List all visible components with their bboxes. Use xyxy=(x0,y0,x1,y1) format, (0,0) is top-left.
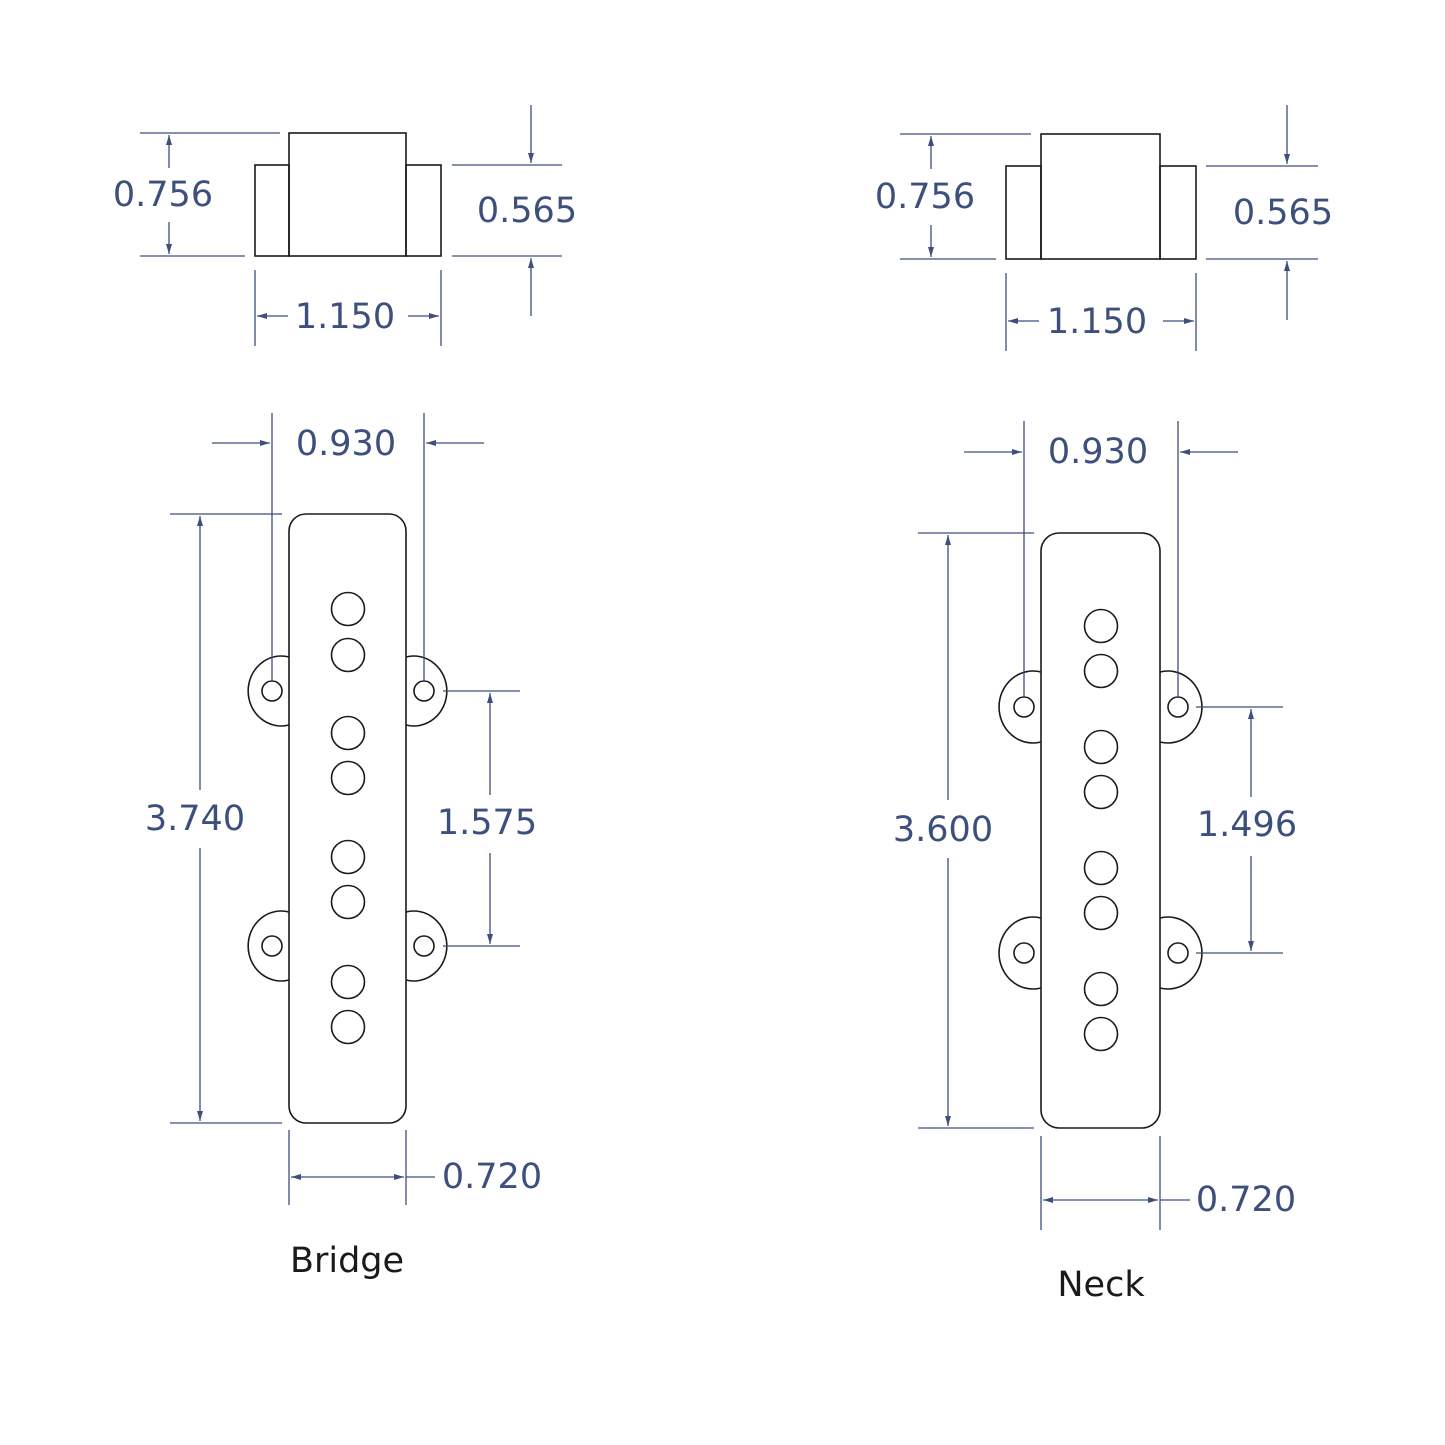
neck-ear-right-top xyxy=(1159,670,1203,744)
neck-caption: Neck xyxy=(1057,1265,1145,1305)
bridge-ear-left-top xyxy=(247,655,290,727)
bridge-pole-piece xyxy=(330,760,366,796)
neck-pole-piece xyxy=(1083,895,1119,931)
neck-side-left-ear xyxy=(1005,165,1042,260)
bridge-top-view: 0.930 3.740 1.575 0.720 xyxy=(145,413,542,1205)
bridge-side-view: 0.756 0.565 1.150 xyxy=(113,105,577,346)
bridge-pole-piece xyxy=(330,1009,366,1045)
bridge-pickup-body xyxy=(288,513,407,1124)
bridge-pole-piece xyxy=(330,715,366,751)
neck-mount-hole xyxy=(1013,696,1035,718)
neck-side-width-label: 1.150 xyxy=(1047,302,1147,342)
neck-pole-piece xyxy=(1083,729,1119,765)
neck-side-height-total-label: 0.756 xyxy=(875,177,975,217)
neck-side-body xyxy=(1040,133,1161,260)
neck-mount-hole xyxy=(1167,942,1189,964)
neck-pickup: 0.756 0.565 1.150 xyxy=(875,105,1333,1305)
neck-hole-spacing-label: 1.496 xyxy=(1197,805,1297,845)
bridge-pole-piece xyxy=(330,884,366,920)
bridge-side-width-label: 1.150 xyxy=(295,297,395,337)
neck-ear-left-bottom xyxy=(998,916,1042,990)
bridge-hole-spacing-label: 1.575 xyxy=(437,803,537,843)
neck-pole-piece xyxy=(1083,1016,1119,1052)
bridge-pole-piece xyxy=(330,964,366,1000)
bridge-mount-hole xyxy=(413,680,435,702)
neck-pole-piece xyxy=(1083,971,1119,1007)
neck-pole-piece xyxy=(1083,608,1119,644)
bridge-mount-spacing-label: 0.930 xyxy=(296,424,396,464)
bridge-pole-piece xyxy=(330,591,366,627)
neck-side-right-ear xyxy=(1159,165,1197,260)
neck-ear-right-bottom xyxy=(1159,916,1203,990)
bridge-ear-left-bottom xyxy=(247,910,290,982)
bridge-side-left-ear xyxy=(254,164,290,257)
neck-mount-hole xyxy=(1013,942,1035,964)
bridge-side-right-ear xyxy=(405,164,442,257)
neck-mount-spacing-label: 0.930 xyxy=(1048,432,1148,472)
neck-top-view: 0.930 3.600 1.496 0.720 xyxy=(893,421,1297,1230)
bridge-ear-right-top xyxy=(405,655,448,727)
neck-pickup-body xyxy=(1040,532,1161,1129)
bridge-pole-piece xyxy=(330,637,366,673)
bridge-mount-hole xyxy=(413,935,435,957)
neck-pole-piece xyxy=(1083,653,1119,689)
neck-pole-piece xyxy=(1083,774,1119,810)
bridge-pole-piece xyxy=(330,839,366,875)
bridge-side-body xyxy=(288,132,407,257)
neck-length-label: 3.600 xyxy=(893,810,993,850)
bridge-width-label: 0.720 xyxy=(442,1157,542,1197)
bridge-pickup: 0.756 0.565 1.150 xyxy=(113,105,577,1281)
neck-width-label: 0.720 xyxy=(1196,1180,1296,1220)
bridge-mount-hole xyxy=(261,935,283,957)
bridge-caption: Bridge xyxy=(290,1241,404,1281)
bridge-side-height-total-label: 0.756 xyxy=(113,175,213,215)
bridge-length-label: 3.740 xyxy=(145,799,245,839)
neck-side-height-body-label: 0.565 xyxy=(1233,193,1333,233)
neck-pole-piece xyxy=(1083,850,1119,886)
neck-mount-hole xyxy=(1167,696,1189,718)
bridge-ear-right-bottom xyxy=(405,910,448,982)
bridge-side-height-body-label: 0.565 xyxy=(477,191,577,231)
bridge-mount-hole xyxy=(261,680,283,702)
neck-side-view: 0.756 0.565 1.150 xyxy=(875,105,1333,351)
